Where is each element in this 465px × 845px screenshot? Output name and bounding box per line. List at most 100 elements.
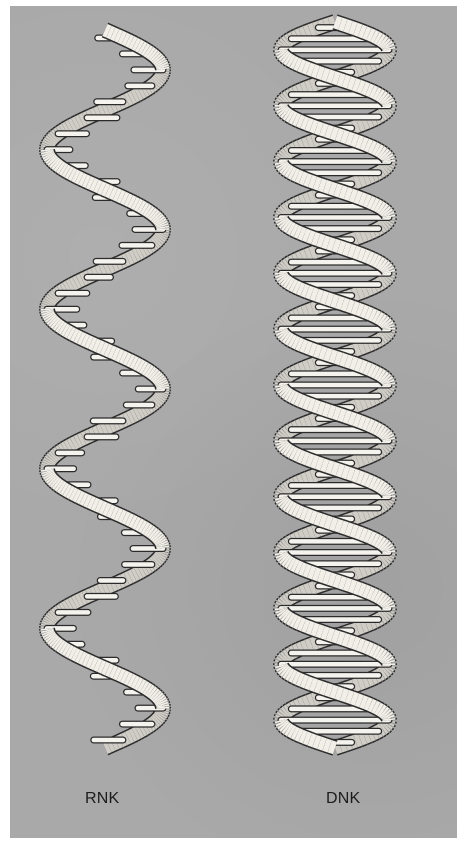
ribbon-segment <box>293 229 296 231</box>
ribbon-segment <box>113 33 117 35</box>
ribbon-segment <box>159 539 160 541</box>
ribbon-segment <box>365 401 369 403</box>
ribbon-segment <box>290 228 293 230</box>
ribbon-segment <box>304 67 308 69</box>
ribbon-segment <box>139 365 142 367</box>
ribbon-segment <box>85 659 89 661</box>
ribbon-segment <box>74 175 77 177</box>
ribbon-segment <box>345 416 350 418</box>
ribbon-segment <box>281 107 282 109</box>
ribbon-segment <box>285 712 287 714</box>
ribbon-segment <box>316 127 321 129</box>
ribbon-segment <box>289 451 292 453</box>
ribbon-segment <box>79 497 83 499</box>
ribbon-segment <box>137 204 140 206</box>
ribbon-segment <box>48 145 49 147</box>
ribbon-segment <box>356 572 361 574</box>
ribbon-segment <box>364 345 368 347</box>
ribbon-segment <box>382 672 384 674</box>
ribbon-segment <box>352 140 357 142</box>
ribbon-segment <box>154 56 156 58</box>
ribbon-segment <box>282 165 283 167</box>
ribbon-segment <box>303 311 307 313</box>
ribbon-segment <box>345 584 350 586</box>
ribbon-segment <box>128 736 132 738</box>
ribbon-segment <box>359 515 364 517</box>
ribbon-segment <box>74 654 77 656</box>
ribbon-segment <box>310 739 315 741</box>
ribbon-segment <box>372 259 376 261</box>
ribbon-segment <box>358 124 363 126</box>
ribbon-segment <box>332 300 337 302</box>
ribbon-segment <box>336 357 341 359</box>
ribbon-segment <box>305 402 309 404</box>
ribbon-segment <box>142 410 145 412</box>
ribbon-segment <box>318 72 323 74</box>
ribbon-segment <box>285 153 287 155</box>
ribbon-segment <box>131 42 134 44</box>
ribbon-segment <box>363 478 367 480</box>
ribbon-segment <box>285 57 287 59</box>
ribbon-segment <box>363 122 367 124</box>
ribbon-segment <box>302 255 306 257</box>
ribbon-segment <box>334 245 339 247</box>
ribbon-segment <box>313 238 318 240</box>
ribbon-segment <box>88 661 92 663</box>
ribbon-segment <box>388 605 389 607</box>
ribbon-segment <box>330 188 335 190</box>
ribbon-segment <box>370 705 374 707</box>
ribbon-segment <box>388 326 389 328</box>
ribbon-segment <box>301 568 305 570</box>
ribbon-segment <box>281 610 282 612</box>
ribbon-segment <box>383 209 385 211</box>
ribbon-segment <box>342 694 347 696</box>
ribbon-segment <box>281 219 282 221</box>
ribbon-segment <box>78 121 81 123</box>
ribbon-segment <box>299 145 303 147</box>
ribbon-segment <box>317 463 322 465</box>
ribbon-segment <box>306 421 311 423</box>
ribbon-segment <box>325 186 330 188</box>
ribbon-segment <box>290 563 293 565</box>
ribbon-segment <box>159 237 160 239</box>
ribbon-segment <box>299 456 303 458</box>
ribbon-segment <box>284 670 286 672</box>
ribbon-segment <box>355 420 360 422</box>
ribbon-segment <box>282 435 283 437</box>
ribbon-segment <box>64 329 67 331</box>
ribbon-segment <box>381 114 383 116</box>
ribbon-segment <box>162 704 163 706</box>
ribbon-segment <box>327 299 332 301</box>
ribbon-segment <box>160 700 161 702</box>
ribbon-segment <box>50 618 51 620</box>
ribbon-segment <box>388 269 389 271</box>
ribbon-segment <box>306 179 311 181</box>
ribbon-segment <box>383 376 385 378</box>
ribbon-segment <box>328 76 333 78</box>
ribbon-segment <box>135 522 138 524</box>
ribbon-segment <box>57 324 59 326</box>
ribbon-segment <box>386 44 387 46</box>
ribbon-segment <box>53 162 55 164</box>
ribbon-segment <box>325 745 330 747</box>
ribbon-segment <box>76 336 79 338</box>
ribbon-segment <box>101 269 105 271</box>
ribbon-segment <box>288 171 291 173</box>
ribbon-segment <box>127 577 131 579</box>
ribbon-segment <box>137 93 140 95</box>
ribbon-segment <box>321 129 326 131</box>
ribbon-segment <box>284 280 286 282</box>
ribbon-segment <box>145 368 148 370</box>
ribbon-segment <box>381 710 384 712</box>
dna-double-strand-helix <box>281 22 389 748</box>
ribbon-segment <box>161 382 162 384</box>
ribbon-segment <box>365 736 369 738</box>
ribbon-segment <box>362 625 366 627</box>
ribbon-segment <box>78 656 81 658</box>
ribbon-segment <box>52 138 54 140</box>
ribbon-segment <box>79 280 83 282</box>
ribbon-segment <box>353 307 358 309</box>
ribbon-segment <box>284 167 286 169</box>
ribbon-segment <box>361 366 365 368</box>
ribbon-segment <box>387 325 388 327</box>
